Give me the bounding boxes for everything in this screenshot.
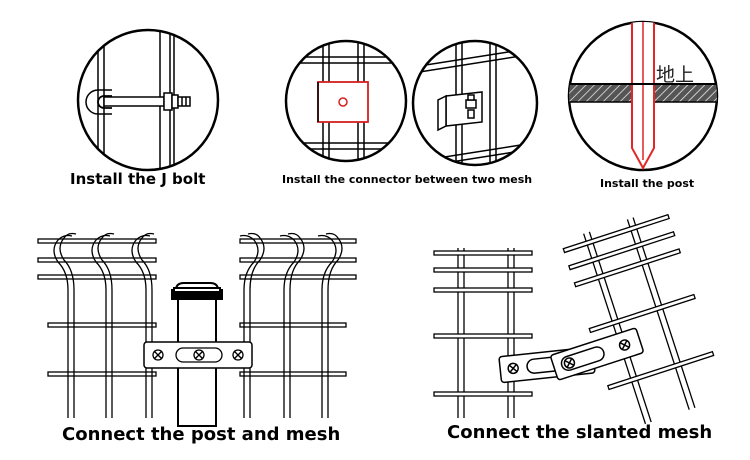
- straight-mesh: [433, 248, 533, 418]
- label-install-j-bolt: Install the J bolt: [70, 170, 206, 188]
- connector-front-detail: [284, 39, 408, 163]
- right-mesh-horizontals: [239, 238, 357, 377]
- post-ground-detail: [567, 20, 719, 172]
- right-mesh-verticals: [239, 232, 343, 418]
- label-install-post: Install the post: [600, 177, 695, 190]
- label-connect-slanted-mesh: Connect the slanted mesh: [447, 422, 713, 443]
- label-connect-post-mesh: Connect the post and mesh: [62, 424, 341, 445]
- ground-label: 地上: [656, 64, 695, 86]
- left-mesh-verticals: [53, 232, 155, 418]
- slanted-mesh-assembly: [433, 213, 715, 425]
- post-connector-bar: [143, 341, 253, 369]
- left-mesh-horizontals: [37, 238, 157, 377]
- j-bolt-detail: [76, 28, 220, 172]
- slanted-mesh: [562, 213, 715, 425]
- connector-side-detail: [411, 39, 539, 167]
- label-install-connector: Install the connector between two mesh: [282, 173, 533, 186]
- slanted-connector-bars: [498, 327, 644, 384]
- post-and-mesh-assembly: [37, 232, 357, 427]
